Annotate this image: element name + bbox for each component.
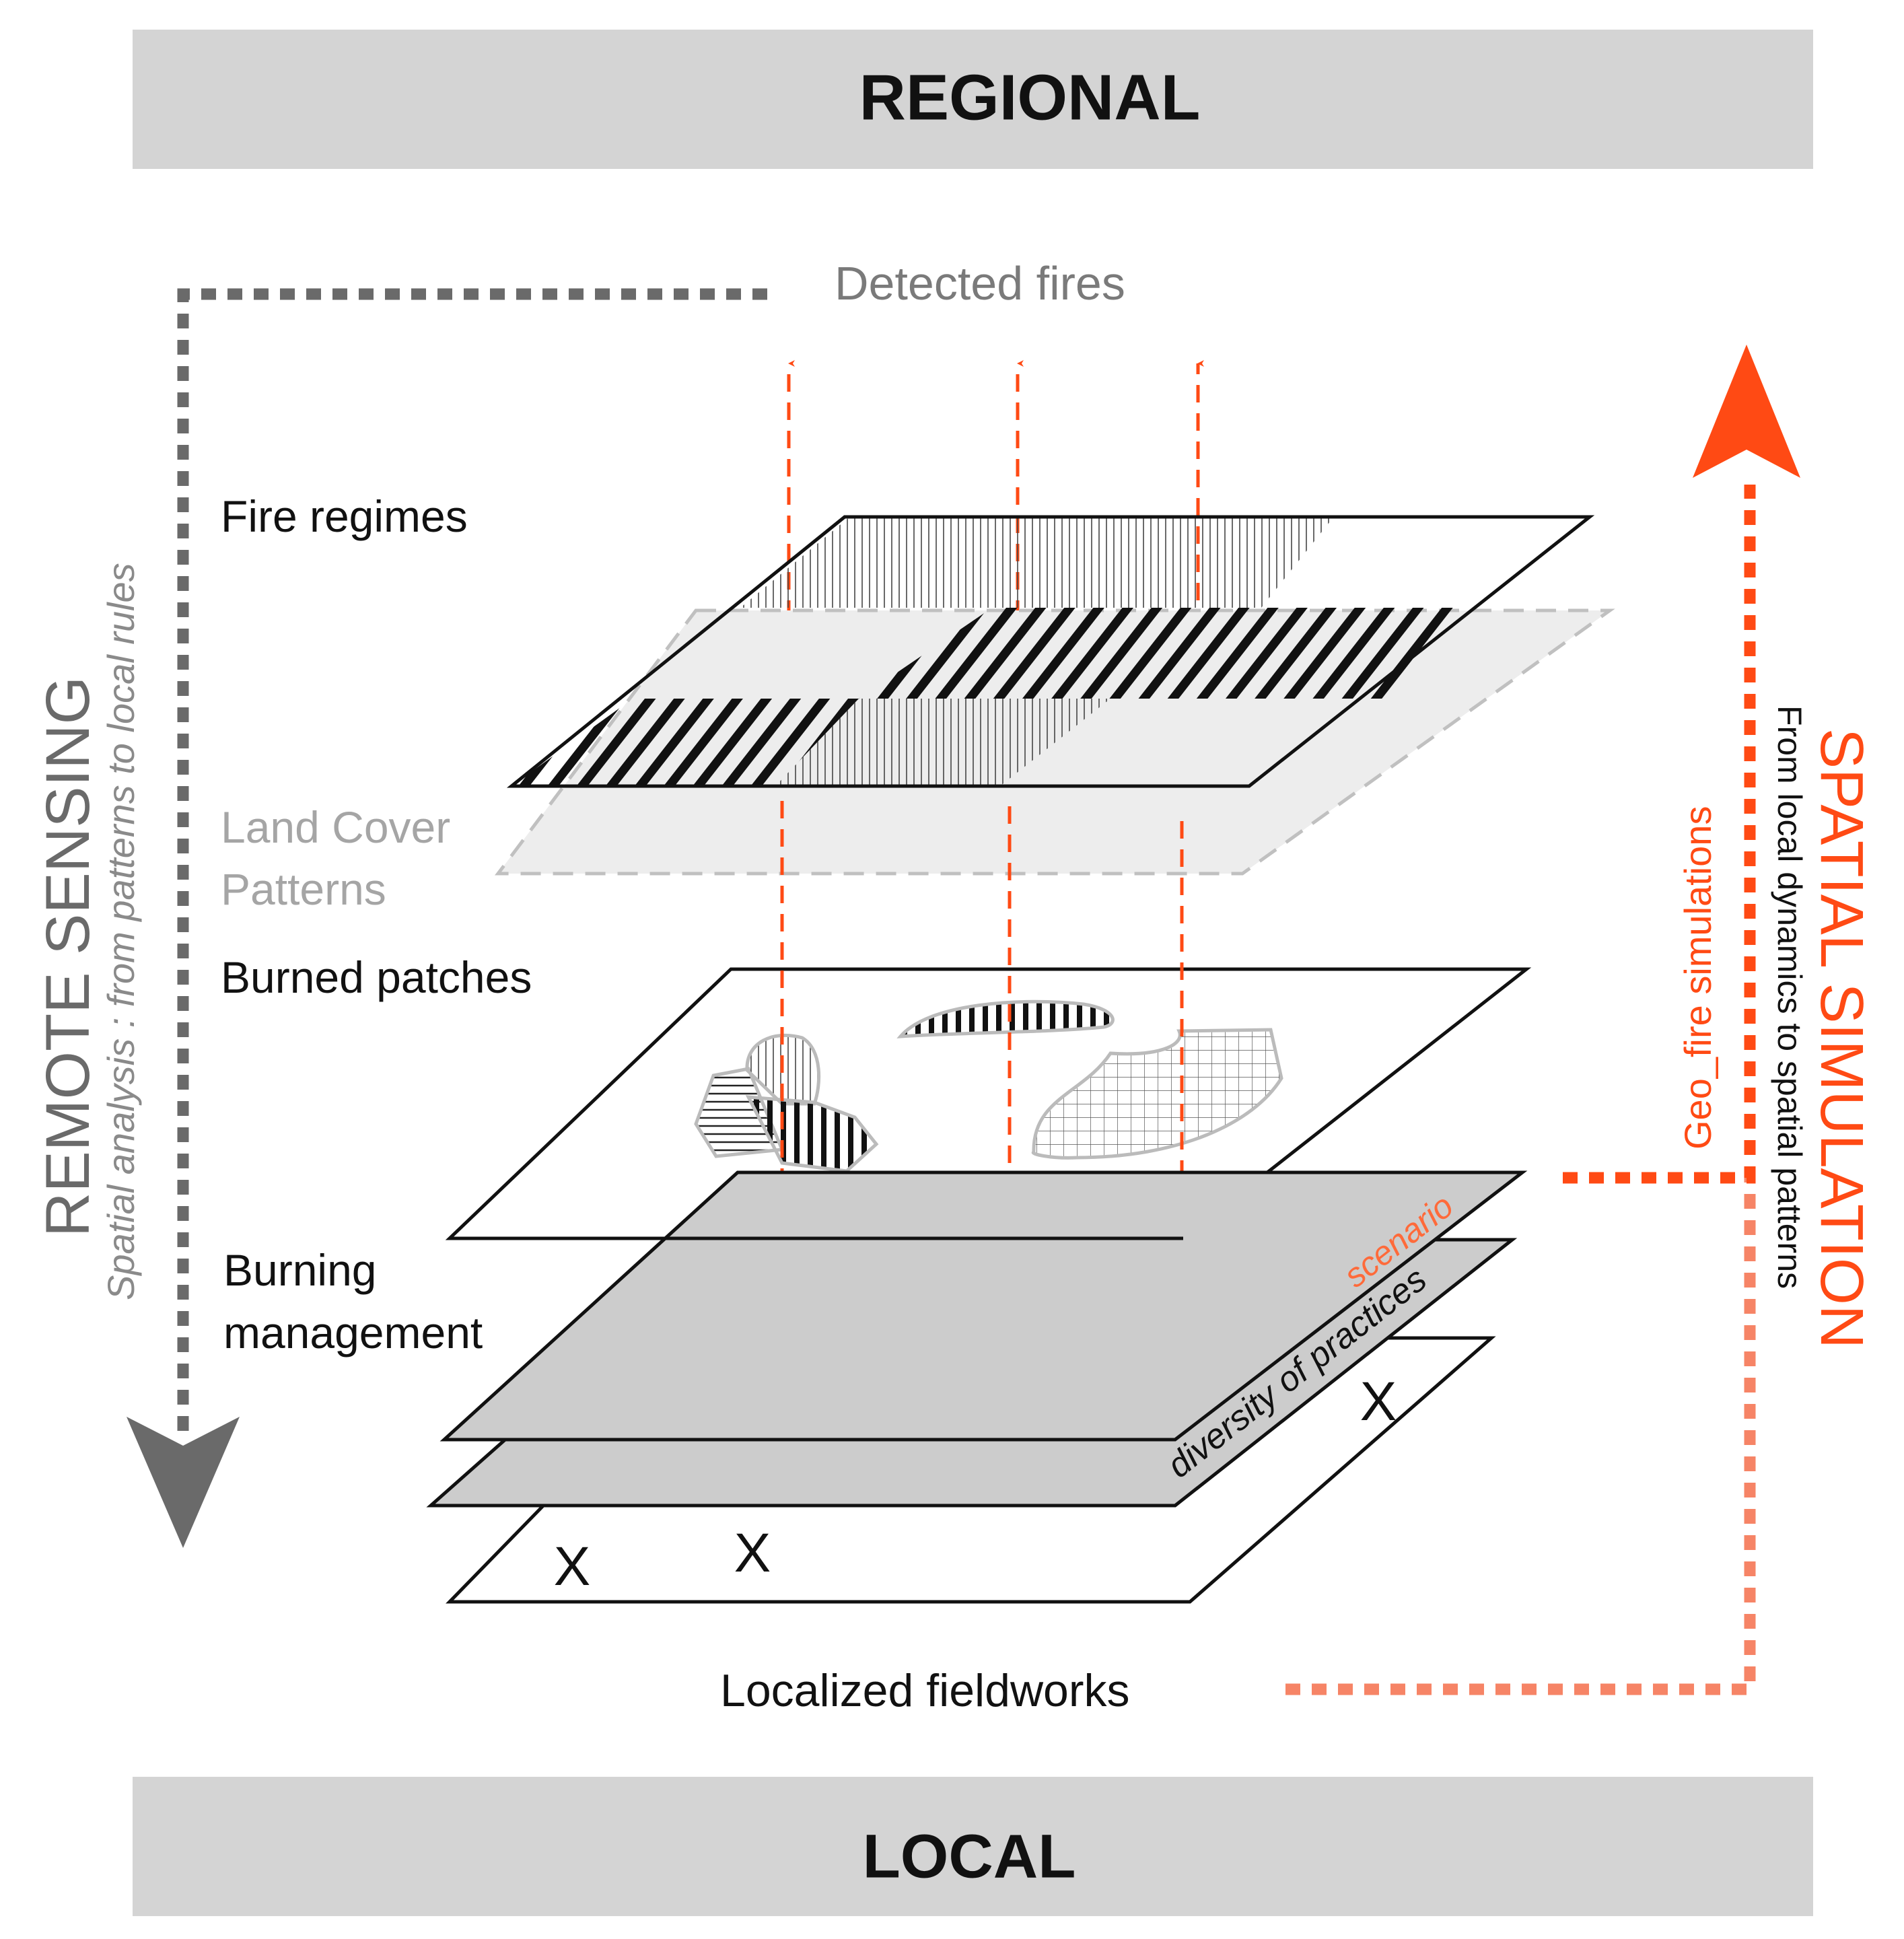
remote-sensing-subtitle: Spatial analysis : from patterns to loca… (100, 563, 142, 1300)
fire-regimes-outline (506, 515, 1595, 788)
spatial-simulation-title: SPATIAL SIMULATION (1808, 728, 1875, 1349)
remote-sensing-arrowhead (127, 1417, 240, 1548)
local-band-label: LOCAL (863, 1822, 1076, 1891)
burned-patch-grid (1031, 1028, 1283, 1160)
local-band-background (133, 1777, 1813, 1916)
land-cover-label-line1: Land Cover (221, 802, 450, 852)
regional-band-background (133, 30, 1813, 169)
remote-sensing-title: REMOTE SENSING (34, 676, 102, 1237)
burning-management-label-line1: Burning (223, 1245, 377, 1295)
detected-fires-label: Detected fires (835, 257, 1125, 310)
spatial-simulation-arrowhead (1693, 345, 1800, 478)
fire-regimes-zone-bottom-middle (775, 699, 1110, 786)
fire-regimes-zone-top-left (740, 518, 1333, 608)
burning-management-label-line2: management (223, 1308, 483, 1358)
regional-band: REGIONAL (133, 30, 1813, 169)
spatial-simulation-arrow (1285, 345, 1800, 1695)
geo-fire-simulations-label: Geo_fire simulations (1677, 806, 1719, 1150)
fieldwork-marker-1: X (554, 1536, 591, 1597)
fire-regimes-layer (506, 515, 1595, 788)
fire-regimes-label: Fire regimes (221, 491, 468, 541)
regional-band-label: REGIONAL (859, 61, 1201, 133)
spatial-simulation-subtitle: From local dynamics to spatial patterns (1771, 705, 1808, 1289)
local-band: LOCAL (133, 1777, 1813, 1916)
remote-sensing-arrow (127, 288, 767, 1548)
remote-sensing-dotted-path (177, 288, 767, 1440)
localized-fieldworks-label: Localized fieldworks (720, 1665, 1130, 1716)
land-cover-label-line2: Patterns (221, 864, 386, 914)
fire-regimes-zone-bottom-left-diag (512, 699, 859, 786)
burned-patch-elongated (896, 999, 1115, 1038)
geo-fire-dotted-path (1563, 485, 1756, 1184)
burned-patches-label: Burned patches (221, 952, 532, 1002)
fire-regimes-zone-diagonal-band (859, 608, 1467, 699)
fieldwork-marker-2: X (734, 1522, 771, 1584)
burned-patch-horizontal (694, 1067, 785, 1158)
fieldwork-marker-3: X (1360, 1371, 1397, 1432)
